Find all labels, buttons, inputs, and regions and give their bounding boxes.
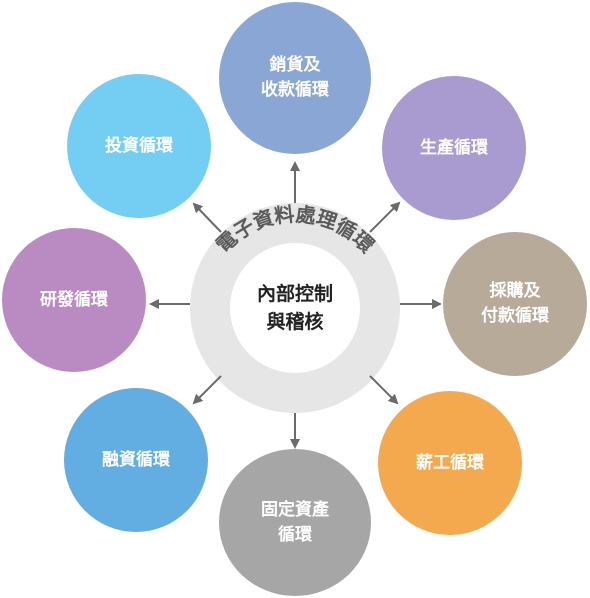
arrow-to-financing (192, 375, 222, 405)
arrow-to-investment (192, 202, 222, 233)
cycle-node-payroll: 薪工循環 (378, 391, 522, 535)
cycle-label-line1: 投資循環 (105, 135, 173, 156)
cycle-label-line2: 循環 (278, 524, 312, 545)
arrow-to-production (369, 201, 401, 233)
cycle-node-investment: 投資循環 (67, 74, 211, 218)
cycle-node-rd: 研發循環 (2, 228, 146, 372)
cycle-node-fixed-assets: 固定資產循環 (219, 449, 371, 596)
cycle-node-purchase: 採購及付款循環 (443, 232, 587, 376)
cycle-label-line1: 薪工循環 (416, 452, 484, 473)
ring-label: 電子資料處理循環 (211, 202, 379, 258)
center-title-line2: 與稽核 (266, 311, 324, 333)
cycle-label-line1: 融資循環 (102, 449, 170, 470)
cycle-node-production: 生產循環 (382, 76, 526, 220)
cycle-label-line2: 付款循環 (481, 306, 549, 326)
arrow-to-payroll (369, 375, 399, 405)
cycle-label-line1: 銷貨及 (269, 55, 321, 75)
cycle-label-line1: 採購及 (489, 281, 541, 301)
cycle-label-line1: 固定資產 (261, 499, 329, 520)
cycle-label-line2: 收款循環 (261, 80, 329, 100)
cycle-node-financing: 融資循環 (64, 388, 208, 532)
center-core: 內部控制 與稽核 (230, 243, 360, 373)
cycle-label-line1: 研發循環 (40, 289, 108, 310)
center-title-line1: 內部控制 (256, 283, 333, 305)
cycle-label-line1: 生產循環 (420, 137, 488, 158)
cycle-node-sales: 銷貨及收款循環 (219, 2, 371, 154)
